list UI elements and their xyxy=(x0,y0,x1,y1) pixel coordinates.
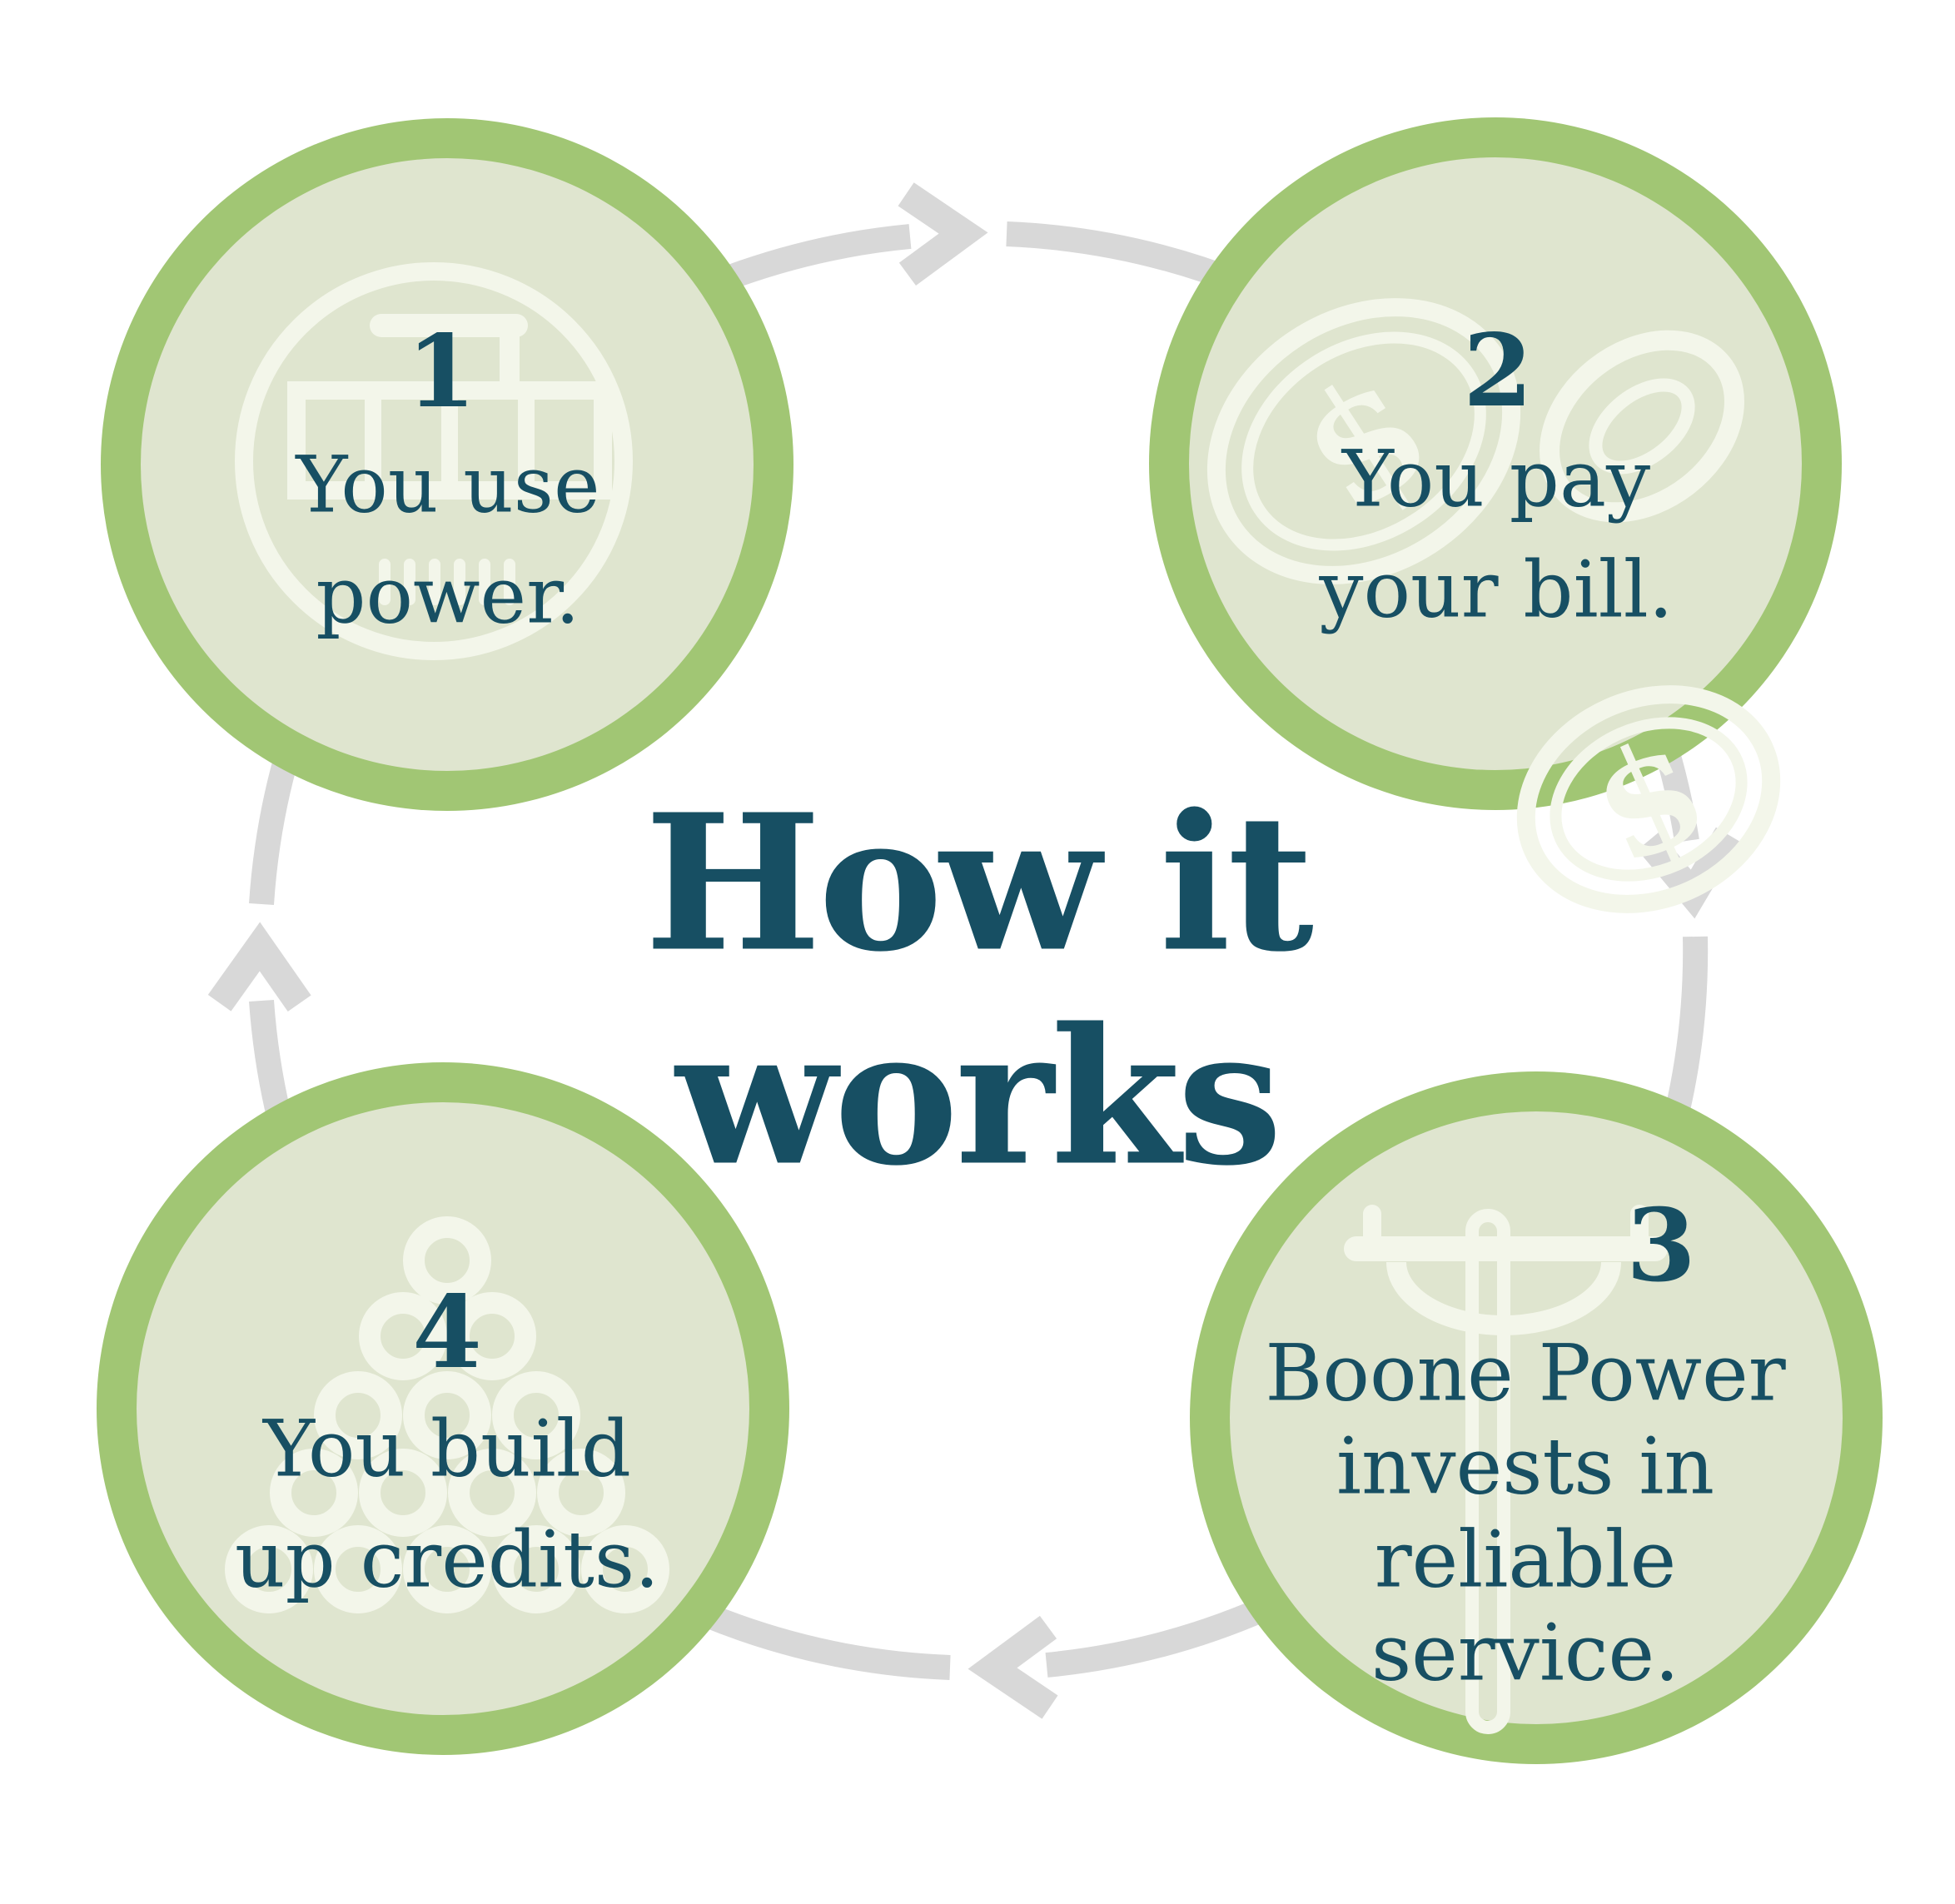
page-title: How it works xyxy=(644,773,1314,1207)
step-label-1-line-1: You use xyxy=(296,440,600,531)
step-circle-1 xyxy=(101,118,793,811)
utility-pole-icon xyxy=(1344,1205,1668,1734)
step-label-4-line-2: up credits. xyxy=(235,1515,659,1606)
arrow-head-bottom-icon xyxy=(968,1615,1058,1719)
step-label-3-line-4: service. xyxy=(1370,1607,1680,1698)
step-label-2-line-2: your bill. xyxy=(1319,545,1674,636)
step-circle-2: $ $ xyxy=(1149,117,1842,913)
electric-meter-icon xyxy=(235,262,633,660)
page-title-line-1: How it xyxy=(644,773,1314,994)
step-label-4-line-1: You build xyxy=(263,1404,631,1495)
arrow-head-left-icon xyxy=(207,922,311,1012)
step-number-1: 1 xyxy=(406,313,476,430)
step-number-4: 4 xyxy=(412,1274,482,1391)
page-title-line-2: works xyxy=(675,987,1283,1207)
step-label-3: Boone Power invests in reliable service. xyxy=(1265,1327,1785,1699)
step-number-3: 3 xyxy=(1626,1187,1696,1305)
step-circle-4 xyxy=(97,1062,789,1755)
coins-icon: $ $ xyxy=(1206,298,1781,913)
step-label-3-line-1: Boone Power xyxy=(1265,1328,1786,1419)
step-number-2: 2 xyxy=(1463,312,1533,430)
step-label-4: You build up credits. xyxy=(235,1394,659,1617)
step-label-3-line-2: invests in xyxy=(1336,1421,1715,1513)
step-circle-3 xyxy=(1190,1071,1883,1764)
step-label-2: You pay your bill. xyxy=(1319,425,1673,647)
step-label-3-line-3: reliable xyxy=(1374,1514,1677,1605)
step-label-2-line-1: You pay xyxy=(1341,434,1651,525)
step-circle-3-fill xyxy=(1230,1111,1843,1724)
coin-pyramid-icon xyxy=(225,1216,669,1613)
arrow-head-top-icon xyxy=(898,182,988,286)
step-label-1-line-2: power. xyxy=(316,551,580,642)
step-label-1: You use power. xyxy=(296,430,599,653)
